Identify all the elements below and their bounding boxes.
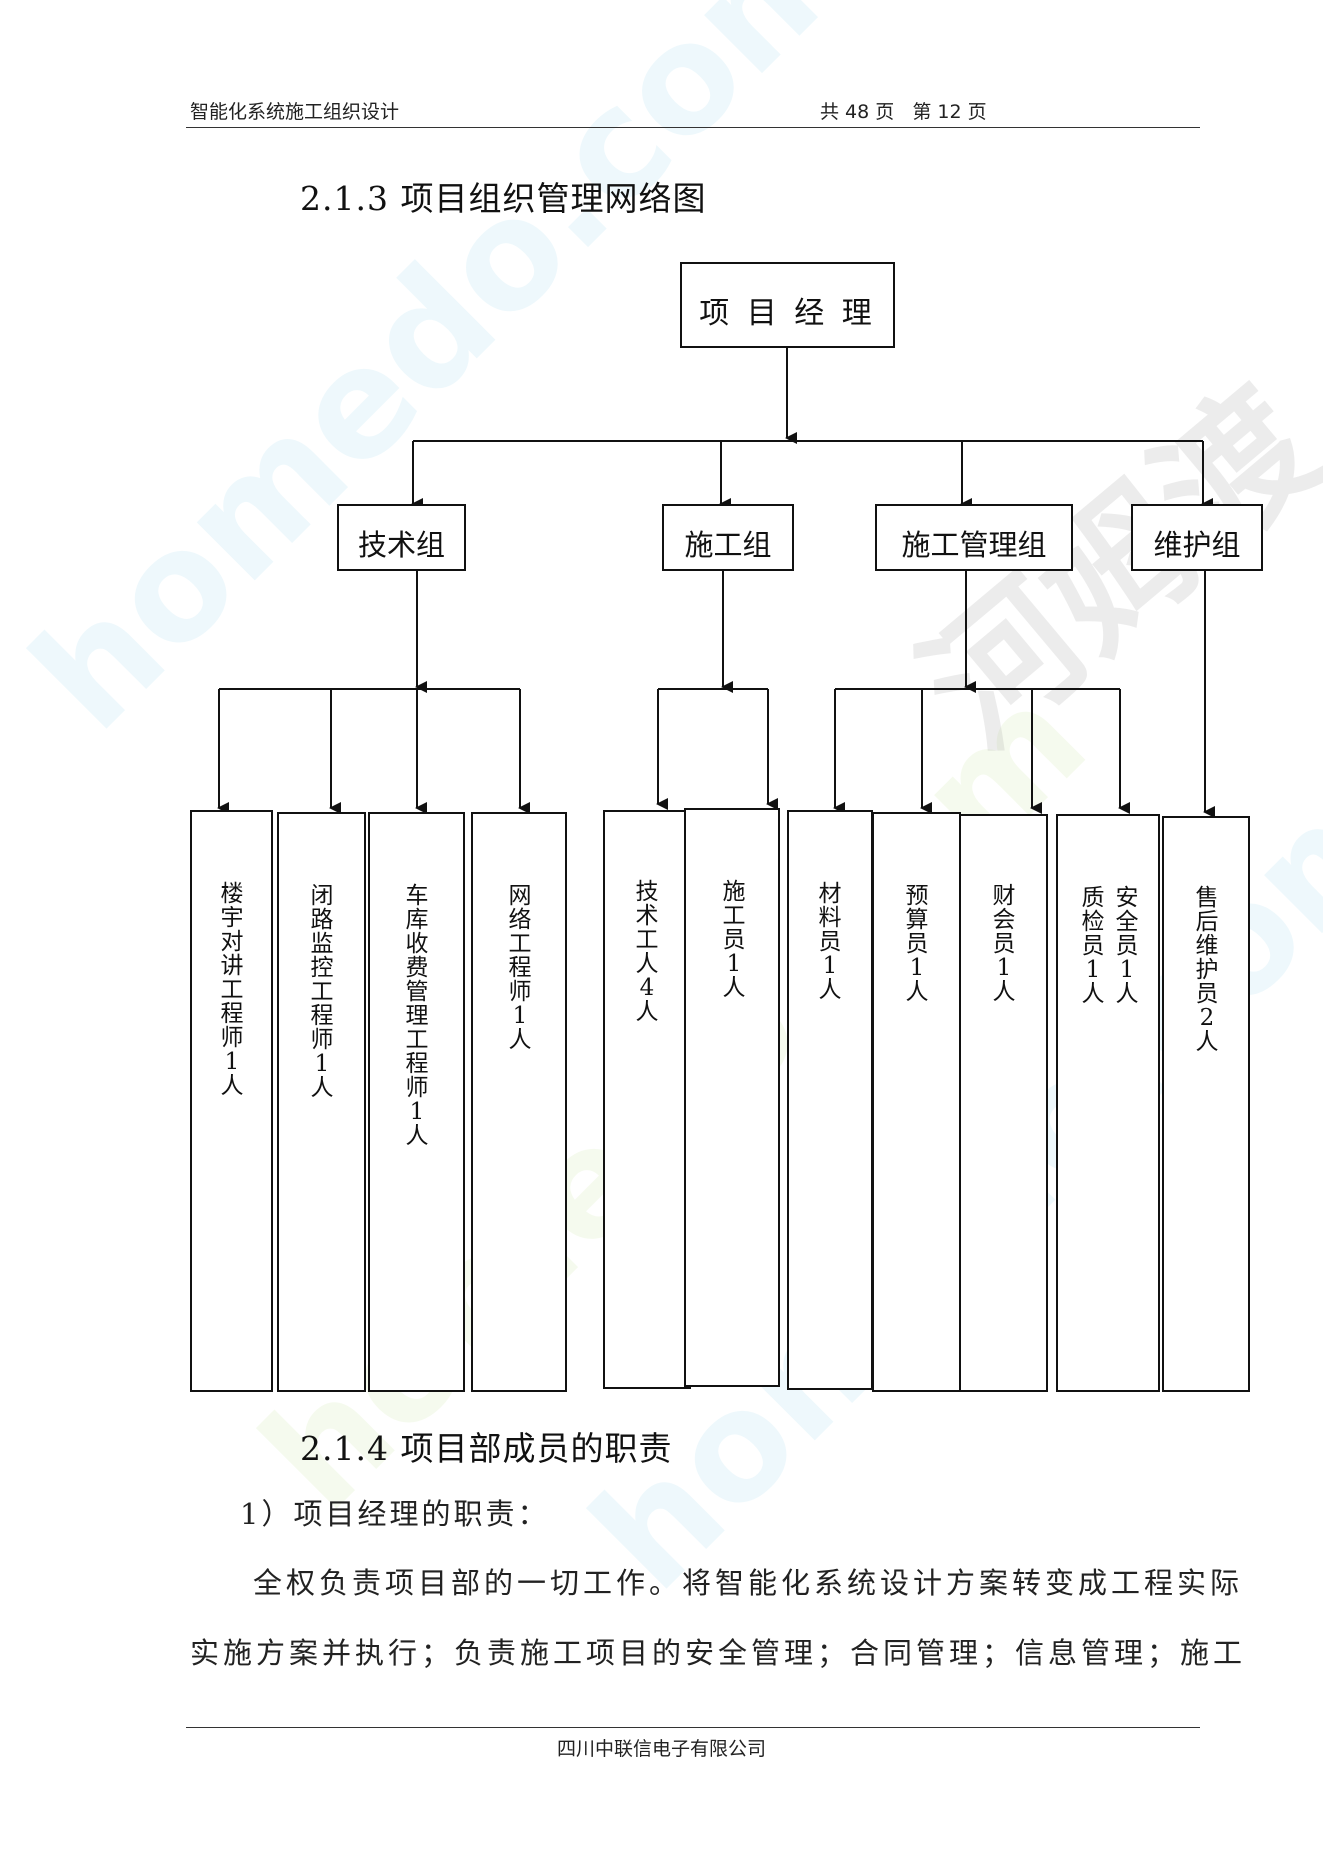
member-label: 施工员1人 [722, 879, 746, 1001]
member-label: 技术工人4人 [635, 879, 659, 1025]
member-box: 预算员1人 [872, 812, 961, 1392]
member-box: 网络工程师1人 [471, 812, 567, 1392]
member-label: 闭路监控工程师1人 [310, 883, 334, 1101]
header-rule [186, 127, 1200, 128]
member-label: 车库收费管理工程师1人 [405, 883, 429, 1149]
member-box: 售后维护员2人 [1162, 816, 1250, 1392]
member-label: 财会员1人 [992, 883, 1016, 1005]
member-box: 楼宇对讲工程师1人 [190, 810, 273, 1392]
header-doc-title: 智能化系统施工组织设计 [190, 101, 400, 123]
duty-paragraph-line-2: 实施方案并执行；负责施工项目的安全管理；合同管理；信息管理；施工 [190, 1636, 1247, 1670]
member-box: 质检员1人 安全员1人 [1056, 814, 1160, 1392]
member-label: 安全员1人 [1115, 885, 1139, 1007]
member-label: 质检员1人 [1081, 885, 1105, 1007]
header-page-info: 共 48 页 第 12 页 [820, 101, 987, 123]
section-title-214: 2.1.4 项目部成员的职责 [300, 1429, 673, 1468]
member-label: 预算员1人 [905, 883, 929, 1005]
section-title-213: 2.1.3 项目组织管理网络图 [300, 179, 707, 218]
member-label: 售后维护员2人 [1195, 885, 1219, 1055]
duty-paragraph-line-1: 全权负责项目部的一切工作。将智能化系统设计方案转变成工程实际 [253, 1566, 1244, 1600]
org-group-construction-mgmt: 施工管理组 [875, 504, 1073, 571]
org-group-label: 维护组 [1153, 528, 1241, 562]
member-label: 材料员1人 [818, 881, 842, 1003]
org-group-label: 施工组 [684, 528, 772, 562]
footer-company: 四川中联信电子有限公司 [556, 1738, 766, 1760]
org-group-maintenance: 维护组 [1131, 504, 1263, 571]
member-box: 财会员1人 [959, 814, 1048, 1392]
member-box: 技术工人4人 [603, 810, 691, 1389]
footer-rule [186, 1727, 1200, 1728]
org-group-label: 技术组 [357, 528, 445, 562]
member-box: 施工员1人 [684, 808, 780, 1387]
org-group-label: 施工管理组 [901, 528, 1047, 562]
org-root-box: 项 目 经 理 [680, 262, 895, 348]
member-label: 楼宇对讲工程师1人 [220, 881, 244, 1099]
member-label: 网络工程师1人 [508, 883, 532, 1053]
member-box: 闭路监控工程师1人 [277, 812, 366, 1392]
member-box: 材料员1人 [787, 810, 873, 1390]
org-group-tech: 技术组 [337, 504, 466, 571]
org-root-label: 项 目 经 理 [699, 296, 876, 331]
org-group-construction: 施工组 [662, 504, 794, 571]
member-box: 车库收费管理工程师1人 [368, 812, 465, 1392]
duty-heading-1: 1）项目经理的职责： [240, 1497, 550, 1531]
